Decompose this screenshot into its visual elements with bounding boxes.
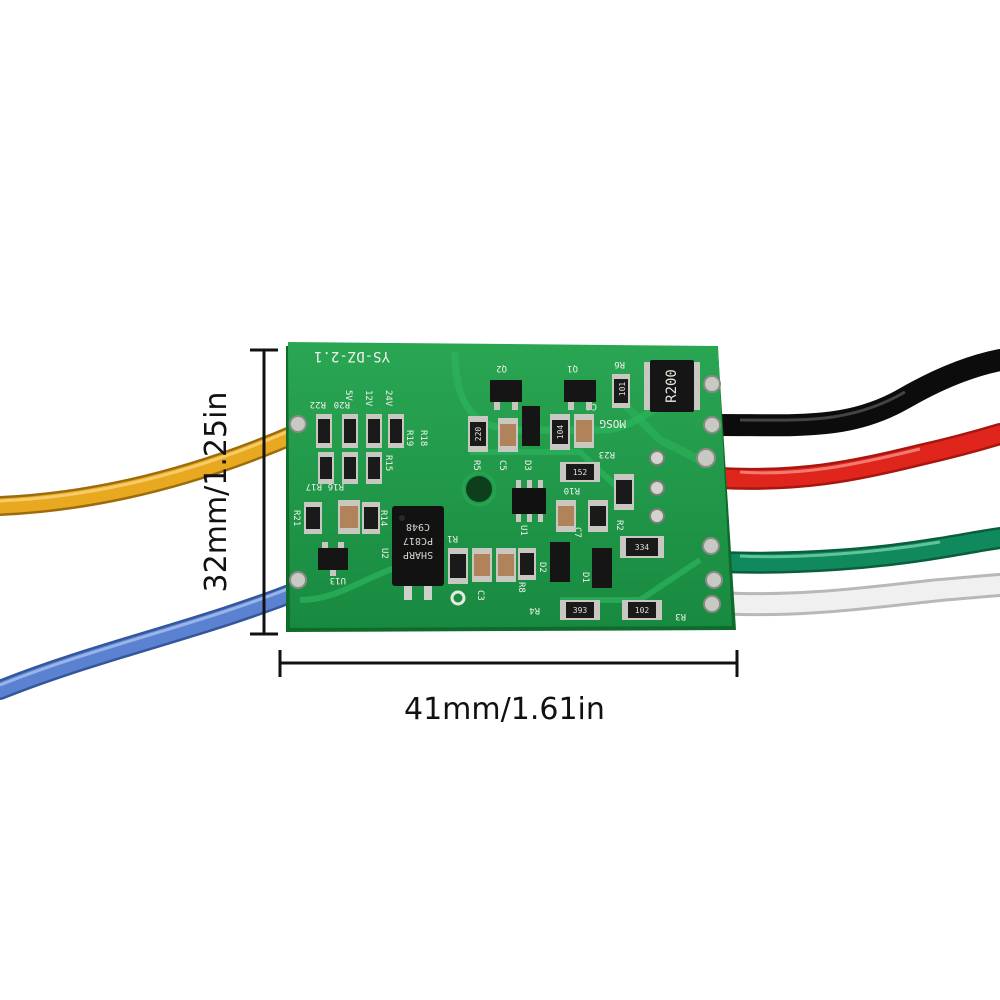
ref-r21: R21 <box>291 510 301 526</box>
ref-d2: D2 <box>537 562 547 573</box>
smd-resistor <box>518 548 536 580</box>
smd-resistor <box>342 414 358 448</box>
optocoupler-marking-1: C948 <box>406 521 430 532</box>
components: C948 PC817 SHARP R200 <box>304 360 700 620</box>
smd-resistor <box>304 502 322 534</box>
sense-resistor: R200 <box>644 360 700 412</box>
ref-mosg: MOSG <box>600 417 627 430</box>
smd-capacitor <box>556 500 576 532</box>
ref-r8: R8 <box>516 582 526 593</box>
optocoupler: C948 PC817 SHARP <box>392 506 444 600</box>
smd-capacitor <box>498 418 518 452</box>
ref-q1: Q1 <box>567 363 578 373</box>
smd-resistor <box>612 374 630 408</box>
smd-resistor <box>362 502 380 534</box>
ref-r14: R14 <box>378 510 388 526</box>
smd-capacitor <box>472 548 492 582</box>
smd-transistor <box>564 380 596 410</box>
ref-c3: C3 <box>475 590 485 601</box>
red-wire <box>707 423 1000 490</box>
ref-q2: Q2 <box>496 363 507 373</box>
height-dimension-label: 32mm/1.25in <box>199 391 234 593</box>
blue-wire <box>0 578 315 700</box>
smd-resistor <box>342 452 358 484</box>
green-wire <box>707 527 1000 574</box>
width-dimension-line <box>278 650 739 677</box>
white-wire <box>706 573 1000 617</box>
optocoupler-marking-2: PC817 <box>403 535 433 546</box>
optocoupler-marking-3: SHARP <box>403 549 433 560</box>
board-model-marking: YS-DZ-2.1 <box>314 348 390 364</box>
ref-r1: R1 <box>447 533 458 543</box>
chip-code-220: 220 <box>474 427 483 442</box>
ref-r2: R2 <box>614 520 624 531</box>
smd-resistor <box>620 536 664 558</box>
ref-r10: R10 <box>564 485 580 495</box>
smd-resistor <box>614 474 634 510</box>
ref-r17: R17 <box>306 481 322 491</box>
smd-resistor <box>316 414 332 448</box>
ref-u1: U1 <box>518 525 528 536</box>
black-wire <box>707 349 1000 437</box>
ref-r20: R20 <box>334 399 350 409</box>
chip-code-102: 102 <box>635 606 650 615</box>
ref-r15: R15 <box>383 455 393 471</box>
voltage-mark-5v: 5V <box>343 390 353 401</box>
smd-resistor <box>560 600 600 620</box>
ref-r6: R6 <box>614 359 625 369</box>
ref-u13: U13 <box>330 575 346 585</box>
diode <box>522 406 540 446</box>
mounting-hole <box>466 476 492 502</box>
ic-chip <box>512 480 546 522</box>
chip-code-152: 152 <box>573 468 588 477</box>
smd-resistor <box>448 548 468 584</box>
smd-transistor <box>318 542 348 576</box>
chip-code-104: 104 <box>556 425 565 440</box>
smd-resistor <box>318 452 334 484</box>
ref-r18: R18 <box>418 430 428 446</box>
yellow-wire <box>0 422 310 516</box>
smd-capacitor <box>574 414 594 448</box>
height-dimension-line <box>250 348 278 636</box>
smd-resistor <box>560 462 600 482</box>
smd-resistor <box>622 600 662 620</box>
diode <box>592 548 612 588</box>
chip-codes: 152 334 393 102 101 220 104 <box>474 382 649 615</box>
ref-d3: D3 <box>522 460 532 471</box>
smd-capacitor <box>338 500 360 534</box>
ref-r22: R22 <box>310 399 326 409</box>
smd-resistor <box>588 500 608 532</box>
ref-c5: C5 <box>497 460 507 471</box>
diode <box>550 542 570 582</box>
smd-resistor <box>550 414 570 450</box>
voltage-mark-24v: 24V <box>383 390 393 407</box>
smd-resistor <box>468 416 488 452</box>
ref-r16: R16 <box>328 481 344 491</box>
smd-resistor <box>388 414 404 448</box>
ref-r5: R5 <box>471 460 481 471</box>
smd-transistor <box>490 380 522 410</box>
smd-capacitor <box>496 548 516 582</box>
ref-d1: D1 <box>580 572 590 583</box>
ref-u2: U2 <box>379 548 389 559</box>
width-dimension-label: 41mm/1.61in <box>404 692 605 727</box>
chip-code-393: 393 <box>573 606 588 615</box>
smd-resistor <box>366 414 382 448</box>
ref-r19: R19 <box>404 430 414 446</box>
ref-r4: R4 <box>529 605 540 615</box>
ref-c7: C7 <box>572 527 582 538</box>
voltage-mark-12v: 12V <box>363 390 373 407</box>
chip-code-334: 334 <box>635 543 650 552</box>
ref-r23: R23 <box>599 449 615 459</box>
sense-resistor-marking: R200 <box>664 369 680 403</box>
chip-code-101: 101 <box>618 382 627 397</box>
smd-resistor <box>366 452 382 484</box>
ref-r3: R3 <box>675 611 686 621</box>
